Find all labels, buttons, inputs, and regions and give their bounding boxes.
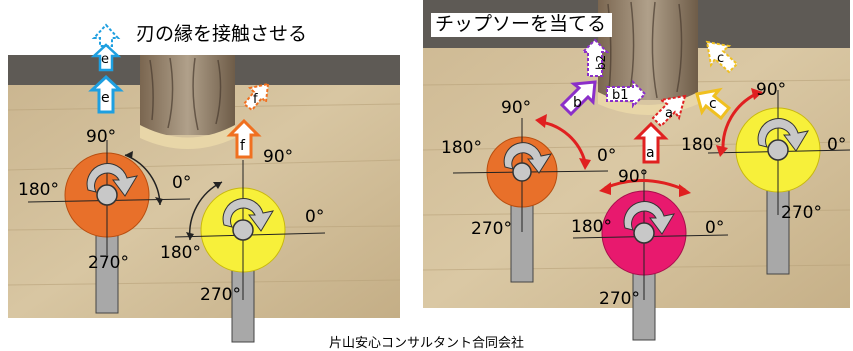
arrow-a-solid-label: a [646, 145, 655, 161]
yellow-axis-bottom: 270° [200, 285, 241, 305]
footer-credit: 片山安心コンサルタント合同会社 [328, 336, 524, 351]
arrow-e-upper [90, 43, 122, 72]
arrow-f-lower-label: f [240, 138, 246, 154]
right-pink-axis-bottom: 270° [599, 289, 640, 309]
right-pink-axis-left: 180° [571, 217, 612, 237]
arrow-a-dashed-label: a [665, 106, 673, 121]
left-caption: 刃の縁を接触させる [136, 23, 308, 45]
right-diagram: 90° 180° 0° 270° 90° 180° 0° 270° 90° 18… [423, 0, 851, 341]
right-pink-axis-right: 0° [705, 218, 724, 238]
arrow-b2-dashed [580, 38, 610, 77]
arrow-c-dashed-label: c [717, 51, 724, 66]
right-yellow-axis-right: 0° [827, 135, 846, 155]
arrow-c-solid-label: c [709, 96, 717, 112]
yellow-axis-right: 0° [305, 207, 324, 227]
orange-axis-top: 90° [86, 127, 116, 147]
arrow-c-dashed [705, 40, 739, 74]
right-pink-blade [572, 170, 729, 341]
right-orange-axis-top: 90° [501, 98, 531, 118]
arrow-b1-dashed [606, 79, 647, 109]
yellow-axis-left: 180° [160, 243, 201, 263]
yellow-axis-top: 90° [263, 147, 293, 167]
arrow-a-solid [633, 121, 669, 164]
right-pink-axis-top: 90° [618, 167, 648, 187]
orange-axis-left: 180° [18, 180, 59, 200]
arrow-f-solid [226, 118, 262, 159]
yellow-blade [174, 160, 326, 343]
right-caption: チップソーを当てる [431, 13, 613, 37]
orange-axis-bottom: 270° [88, 253, 129, 273]
right-yellow-axis-bottom: 270° [781, 203, 822, 223]
left-diagram: 90° 180° 0° 270° 90° 180° 0° 270° e e f … [7, 23, 400, 343]
left-log [140, 55, 235, 149]
right-orange-axis-bottom: 270° [471, 219, 512, 239]
arrow-b1-label: b1 [612, 88, 629, 103]
arrow-a-dashed [651, 94, 687, 128]
right-yellow-axis-left: 180° [681, 135, 722, 155]
arrow-e-dashed [91, 23, 121, 47]
right-orange-axis-right: 0° [597, 146, 616, 166]
arrow-f-dashed [242, 82, 270, 112]
orange-blade [27, 140, 191, 314]
arrow-b-solid [559, 80, 597, 117]
orange-axis-right: 0° [172, 173, 191, 193]
arrow-e-upper-label: e [101, 52, 109, 67]
right-yellow-axis-top: 90° [756, 80, 786, 100]
arrow-b2-label: b2 [594, 55, 608, 70]
arrow-b-label: b [573, 95, 582, 111]
arrow-f-upper-label: f [253, 92, 258, 107]
arrow-c-solid [695, 87, 732, 121]
arrow-e-lower [88, 74, 124, 114]
right-orange-axis-left: 180° [441, 138, 482, 158]
arrow-e-lower-label: e [101, 90, 110, 106]
right-yellow-blade [707, 88, 851, 275]
right-orange-blade [452, 114, 609, 283]
